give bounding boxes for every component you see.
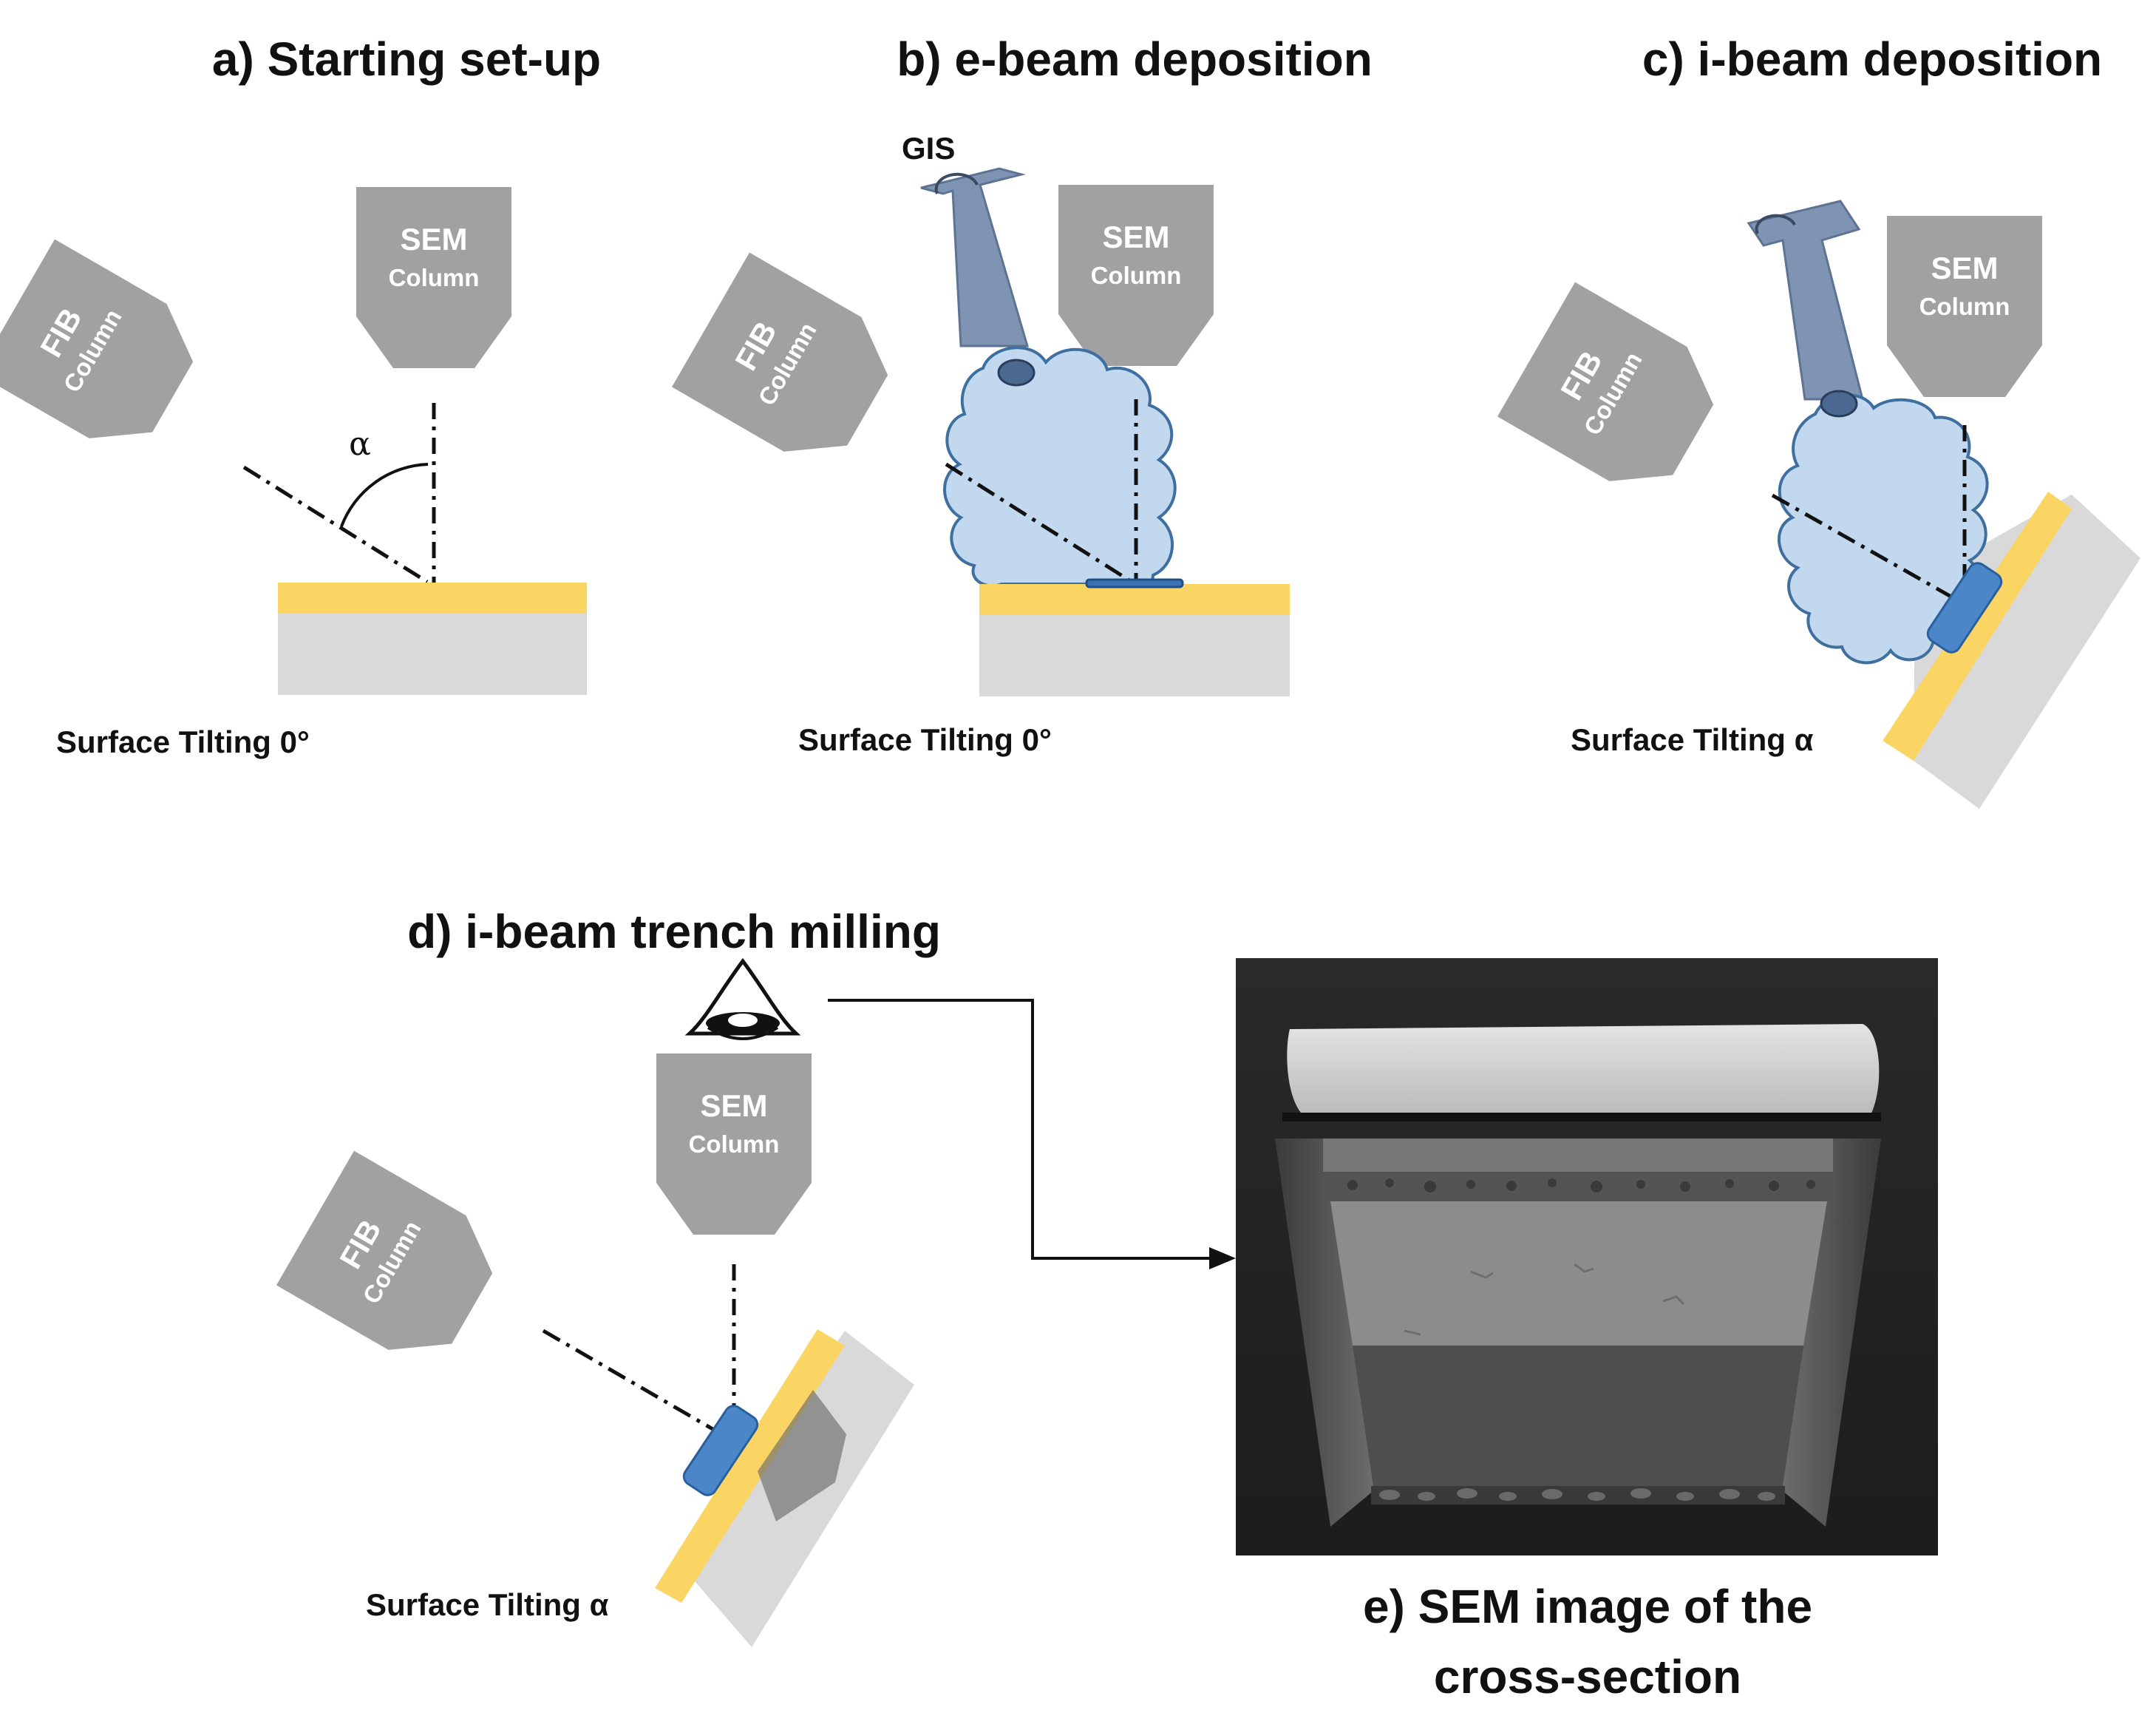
tilted-sample-d xyxy=(655,1329,914,1647)
connector-arrow xyxy=(828,999,1236,1269)
gis-tip-b xyxy=(997,359,1036,387)
fib-beam-a xyxy=(242,465,429,584)
deposit-c xyxy=(1926,562,2003,654)
angle-label: α xyxy=(349,425,371,463)
fib-beam-c xyxy=(1771,493,1956,601)
cross-section-top-layer xyxy=(1323,1139,1833,1172)
precursor-gas-cloud-c xyxy=(1777,393,1989,665)
panel-c: c) i-beam deposition SEM Column FIB Colu… xyxy=(1497,33,2140,809)
panel-b: b) e-beam deposition GIS SEM Column FIB … xyxy=(671,33,1373,757)
sem-label-a: SEM xyxy=(400,222,467,257)
fib-column-b: FIB Column xyxy=(671,252,888,452)
substrate-b xyxy=(979,615,1290,696)
caption-d: Surface Tilting α xyxy=(366,1587,609,1622)
milled-trench xyxy=(758,1390,846,1521)
deposit-d xyxy=(682,1405,759,1496)
fib-column-a: FIB Column xyxy=(0,239,194,438)
sem-sub-label-a: Column xyxy=(389,264,480,291)
trench-left-wall xyxy=(1275,1139,1375,1527)
panel-c-title: c) i-beam deposition xyxy=(1642,33,2102,86)
protective-cap xyxy=(1287,1024,1880,1116)
sem-sub-label-c: Column xyxy=(1919,293,2010,320)
caption-c: Surface Tilting α xyxy=(1571,722,1814,757)
gis-nozzle-b xyxy=(920,167,1030,347)
coating-layer-a xyxy=(278,583,587,614)
cross-section-granular-band xyxy=(1327,1172,1829,1201)
sem-sub-label-b: Column xyxy=(1091,262,1182,289)
panel-e-title-line2: cross-section xyxy=(1434,1650,1741,1703)
gis-nozzle-c xyxy=(1747,200,1864,401)
sem-column-b: SEM Column xyxy=(1058,185,1214,366)
panel-e-title-line1: e) SEM image of the xyxy=(1363,1580,1812,1633)
fib-beam-b xyxy=(945,462,1131,583)
fib-column-d: FIB Column xyxy=(276,1150,493,1350)
sem-label-b: SEM xyxy=(1102,220,1169,254)
sem-sub-label-d: Column xyxy=(689,1130,780,1158)
panel-d-title: d) i-beam trench milling xyxy=(407,905,941,958)
sem-column-c: SEM Column xyxy=(1887,216,2042,397)
trench-right-wall xyxy=(1781,1139,1881,1527)
caption-a: Surface Tilting 0° xyxy=(56,725,310,759)
sem-label-c: SEM xyxy=(1931,251,1998,285)
sem-column-a: SEM Column xyxy=(356,187,511,368)
sem-column-d: SEM Column xyxy=(656,1054,812,1235)
eye-icon xyxy=(684,957,801,1040)
panel-b-title: b) e-beam deposition xyxy=(897,33,1373,86)
sem-label-d: SEM xyxy=(700,1088,767,1123)
fib-column-c: FIB Column xyxy=(1497,282,1714,481)
fib-beam-d xyxy=(542,1329,730,1440)
cross-section-substrate xyxy=(1353,1346,1803,1486)
precursor-gas-cloud-b xyxy=(943,346,1177,590)
coating-layer-b xyxy=(979,584,1290,615)
panel-d: d) i-beam trench milling SEM Column FIB … xyxy=(276,905,1236,1647)
gis-tip-c xyxy=(1820,390,1858,418)
sem-micrograph xyxy=(1236,958,1938,1555)
angle-arc xyxy=(340,463,429,527)
panel-a: a) Starting set-up SEM Column FIB Column… xyxy=(0,33,601,759)
panel-e: e) SEM image of the cross-section xyxy=(1236,958,1938,1703)
deposit-b xyxy=(1085,578,1184,588)
substrate-a xyxy=(278,614,587,695)
panel-a-title: a) Starting set-up xyxy=(212,33,601,86)
caption-b: Surface Tilting 0° xyxy=(798,722,1052,757)
cross-section-coating xyxy=(1330,1201,1827,1346)
gis-label: GIS xyxy=(902,131,955,166)
